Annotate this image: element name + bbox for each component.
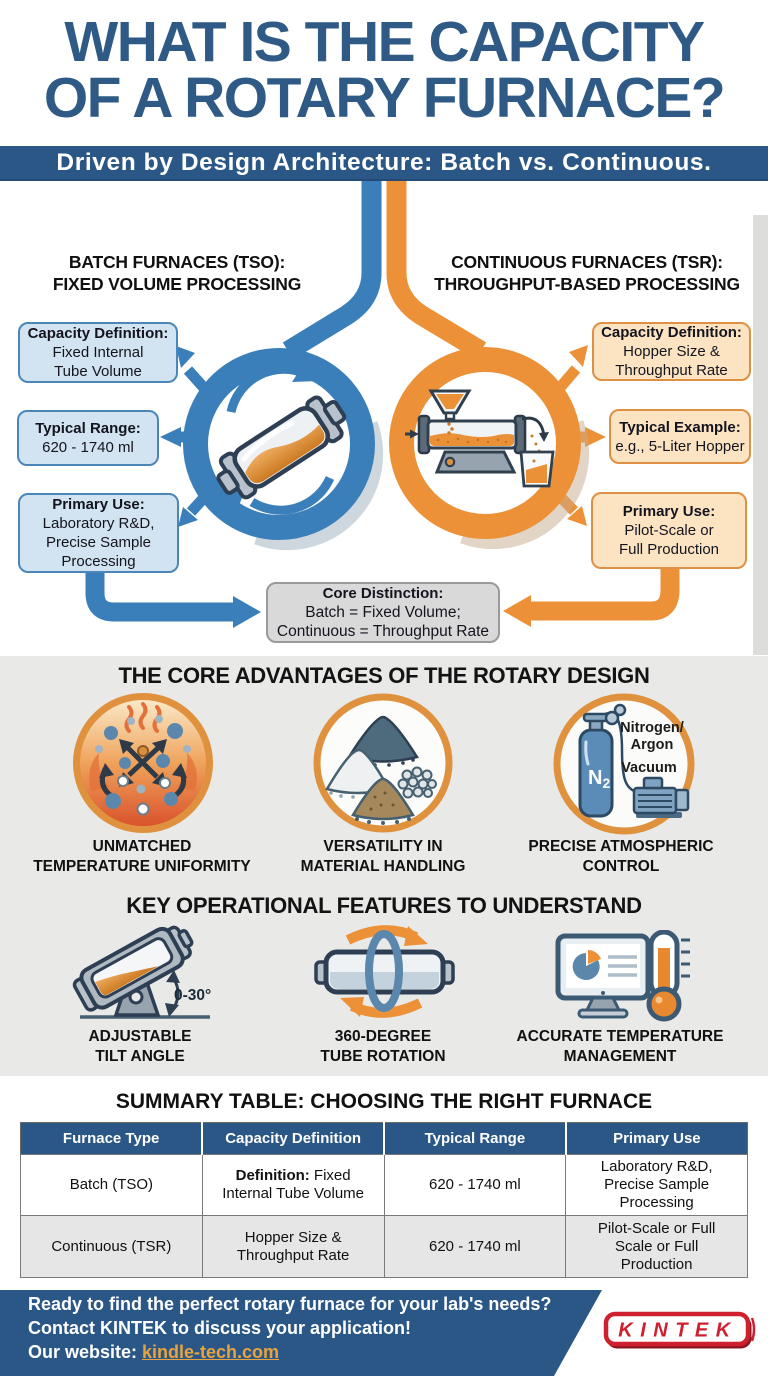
svg-text:Vacuum: Vacuum [621,760,677,776]
svg-text:KINTEK: KINTEK [618,1320,737,1342]
svg-text:Nitrogen/: Nitrogen/ [620,720,684,736]
svg-text:Argon: Argon [631,737,674,753]
svg-text:0-30°: 0-30° [174,987,211,1004]
